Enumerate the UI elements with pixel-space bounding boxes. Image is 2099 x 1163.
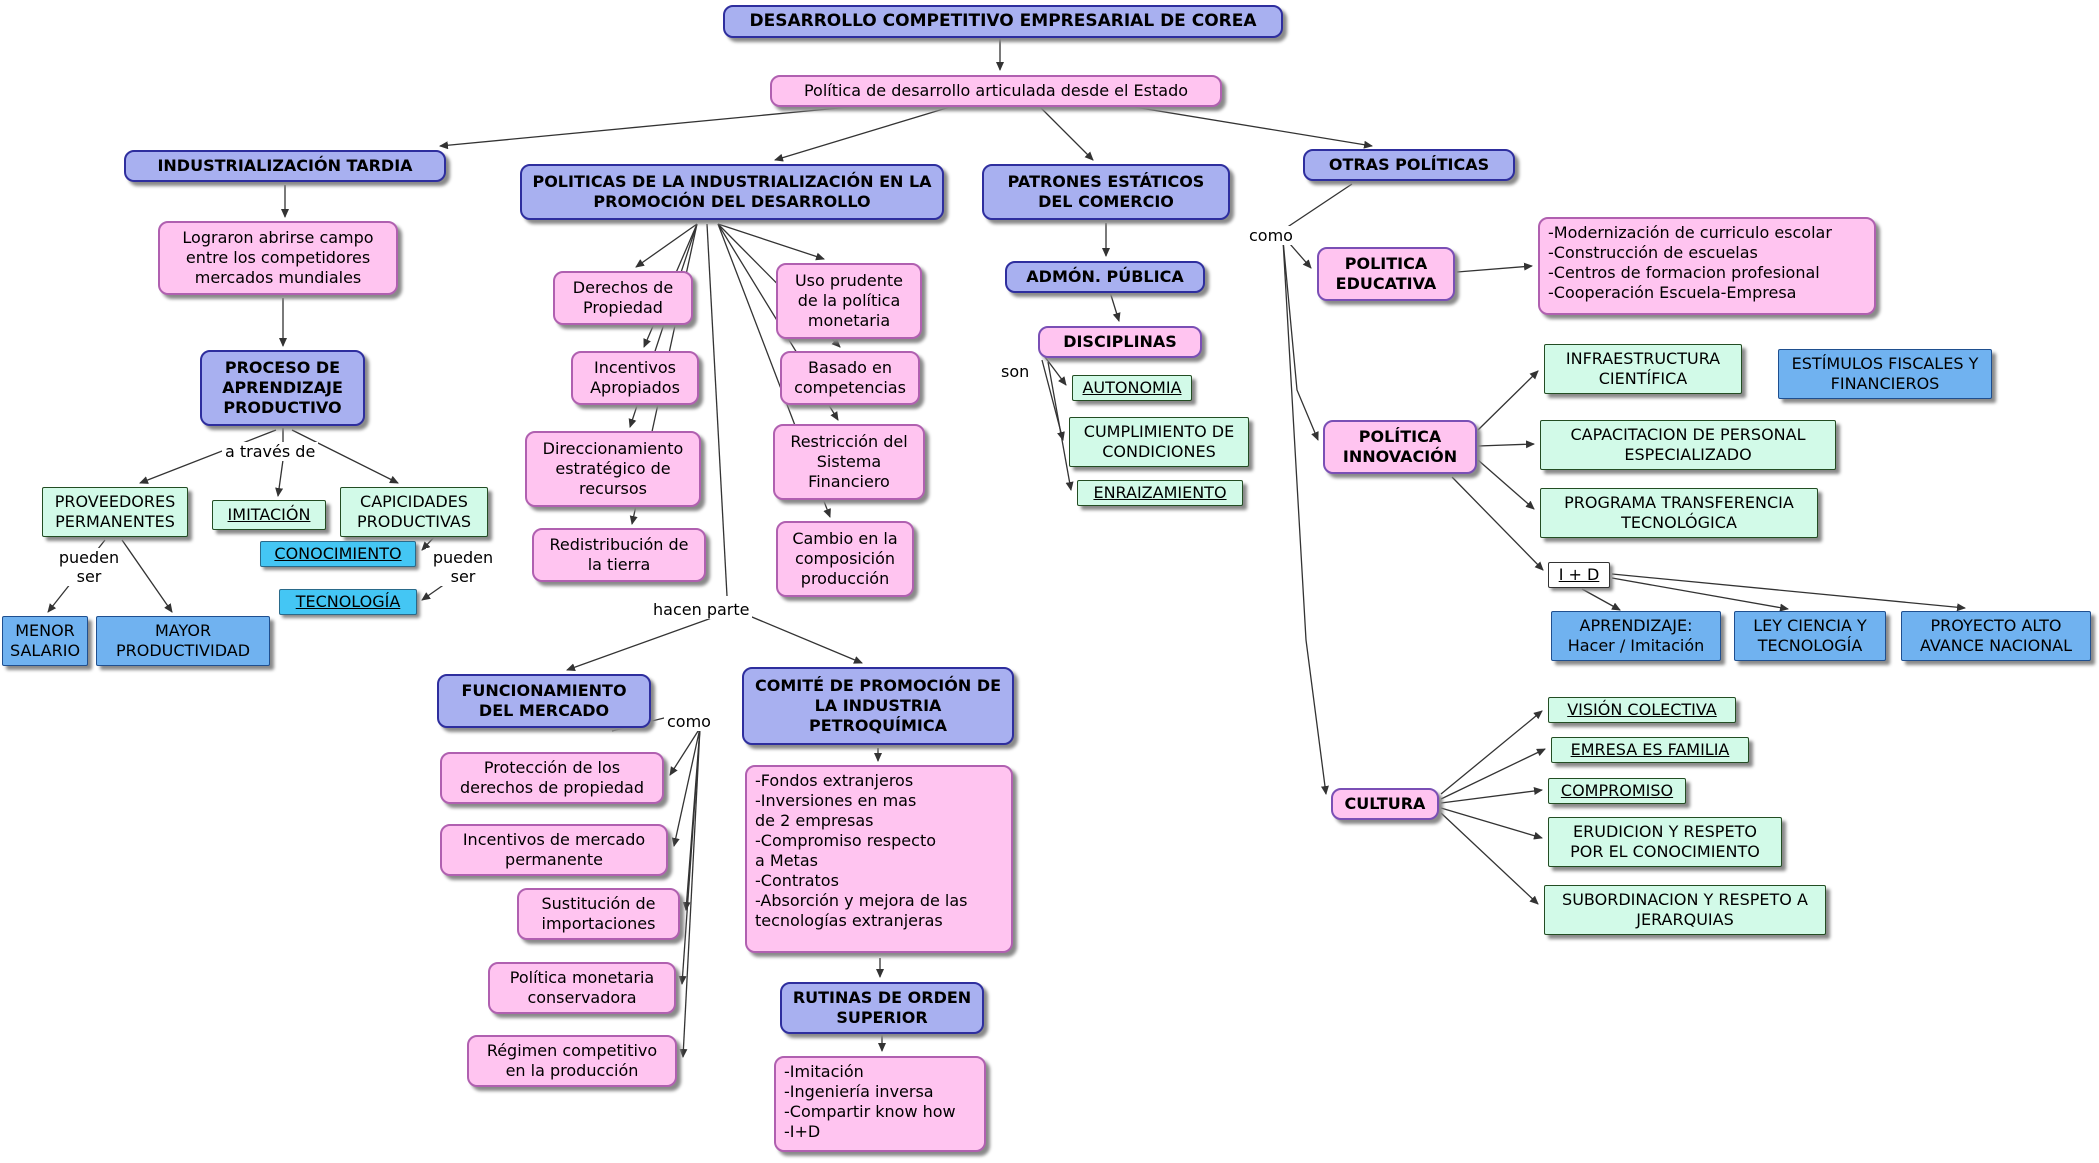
node-autonomia[interactable]: AUTONOMIA [1072,375,1192,401]
node-disciplinas[interactable]: DISCIPLINAS [1038,326,1202,358]
node-restriccion-financiero[interactable]: Restricción del Sistema Financiero [773,424,925,500]
node-funcionamiento-mercado[interactable]: FUNCIONAMIENTO DEL MERCADO [437,674,651,728]
node-politicas-industrializacion[interactable]: POLITICAS DE LA INDUSTRIALIZACIÓN EN LA … [520,164,944,220]
node-sustitucion-importaciones[interactable]: Sustitución de importaciones [517,888,680,940]
node-cumplimiento-condiciones[interactable]: CUMPLIMIENTO DE CONDICIONES [1069,417,1249,467]
node-educativa-lista[interactable]: -Modernización de curriculo escolar -Con… [1538,217,1876,315]
node-regimen-competitivo[interactable]: Régimen competitivo en la producción [467,1035,677,1087]
node-cambio-composicion[interactable]: Cambio en la composición producción [776,521,914,597]
node-derechos-propiedad[interactable]: Derechos de Propiedad [553,271,693,325]
node-redistribucion-tierra[interactable]: Redistribución de la tierra [532,528,706,582]
edge-label-pueden-ser-right: pueden ser [426,548,500,587]
node-imitacion[interactable]: IMITACIÓN [212,500,326,530]
node-proveedores-permanentes[interactable]: PROVEEDORES PERMANENTES [42,487,188,537]
node-proceso-aprendizaje[interactable]: PROCESO DE APRENDIZAJE PRODUCTIVO [200,350,365,426]
edge-label-como-mercado: como [664,712,714,732]
node-comite-lista[interactable]: -Fondos extranjeros -Inversiones en mas … [745,765,1013,953]
node-cultura[interactable]: CULTURA [1331,788,1439,820]
node-compromiso[interactable]: COMPROMISO [1548,778,1686,804]
edge-label-son: son [998,362,1033,382]
node-conocimiento[interactable]: CONOCIMIENTO [260,541,416,567]
edge-label-pueden-ser-left: pueden ser [52,548,126,587]
node-aprendizaje-hacer-imitacion[interactable]: APRENDIZAJE: Hacer / Imitación [1551,611,1721,661]
node-empresa-es-familia[interactable]: EMRESA ES FAMILIA [1551,737,1749,763]
node-politica-educativa[interactable]: POLITICA EDUCATIVA [1317,247,1455,301]
node-patrones-estaticos[interactable]: PATRONES ESTÁTICOS DEL COMERCIO [982,164,1230,220]
node-uso-prudente[interactable]: Uso prudente de la política monetaria [776,263,922,339]
node-proyecto-alto-avance[interactable]: PROYECTO ALTO AVANCE NACIONAL [1901,611,2091,661]
node-enraizamiento[interactable]: ENRAIZAMIENTO [1077,480,1243,506]
node-i-d[interactable]: I + D [1548,562,1610,588]
node-ley-ciencia-tecnologia[interactable]: LEY CIENCIA Y TECNOLOGÍA [1734,611,1886,661]
edge-label-hacen-parte: hacen parte [650,600,753,620]
node-capacidades-productivas[interactable]: CAPICIDADES PRODUCTIVAS [340,487,488,537]
node-title[interactable]: DESARROLLO COMPETITIVO EMPRESARIAL DE CO… [723,5,1283,39]
node-direccionamiento-recursos[interactable]: Direccionamiento estratégico de recursos [525,431,701,507]
edge-label-como-otras: como [1246,226,1296,246]
node-subordinacion-jerarquias[interactable]: SUBORDINACION Y RESPETO A JERARQUIAS [1544,885,1826,935]
node-lograron-abrirse[interactable]: Lograron abrirse campo entre los competi… [158,221,398,295]
node-menor-salario[interactable]: MENOR SALARIO [2,616,88,666]
node-industrializacion-tardia[interactable]: INDUSTRIALIZACIÓN TARDIA [124,150,446,182]
node-politica-monetaria[interactable]: Política monetaria conservadora [488,962,676,1014]
node-basado-competencias[interactable]: Basado en competencias [780,351,920,405]
node-rutinas-lista[interactable]: -Imitación -Ingeniería inversa -Comparti… [774,1056,986,1152]
node-politica-innovacion[interactable]: POLÍTICA INNOVACIÓN [1323,420,1477,474]
node-capacitacion-personal[interactable]: CAPACITACION DE PERSONAL ESPECIALIZADO [1540,420,1836,470]
node-incentivos-apropiados[interactable]: Incentivos Apropiados [571,351,699,405]
node-vision-colectiva[interactable]: VISIÓN COLECTIVA [1548,697,1736,723]
node-estimulos-fiscales[interactable]: ESTÍMULOS FISCALES Y FINANCIEROS [1778,349,1992,399]
node-comite-petroquimica[interactable]: COMITÉ DE PROMOCIÓN DE LA INDUSTRIA PETR… [742,667,1014,745]
node-erudicion-respeto[interactable]: ERUDICION Y RESPETO POR EL CONOCIMIENTO [1548,817,1782,867]
node-politica-estado[interactable]: Política de desarrollo articulada desde … [770,75,1222,107]
node-infraestructura-cientifica[interactable]: INFRAESTRUCTURA CIENTÍFICA [1544,344,1742,394]
node-mayor-productividad[interactable]: MAYOR PRODUCTIVIDAD [96,616,270,666]
edge-label-a-traves-de: a través de [222,442,319,462]
node-programa-transferencia[interactable]: PROGRAMA TRANSFERENCIA TECNOLÓGICA [1540,488,1818,538]
node-incentivos-mercado[interactable]: Incentivos de mercado permanente [440,824,668,876]
node-rutinas-orden-superior[interactable]: RUTINAS DE ORDEN SUPERIOR [780,982,984,1034]
node-admon-publica[interactable]: ADMÓN. PÚBLICA [1005,261,1205,293]
node-proteccion-derechos[interactable]: Protección de los derechos de propiedad [440,752,664,804]
node-tecnologia[interactable]: TECNOLOGÍA [279,589,417,615]
node-otras-politicas[interactable]: OTRAS POLÍTICAS [1303,149,1515,181]
